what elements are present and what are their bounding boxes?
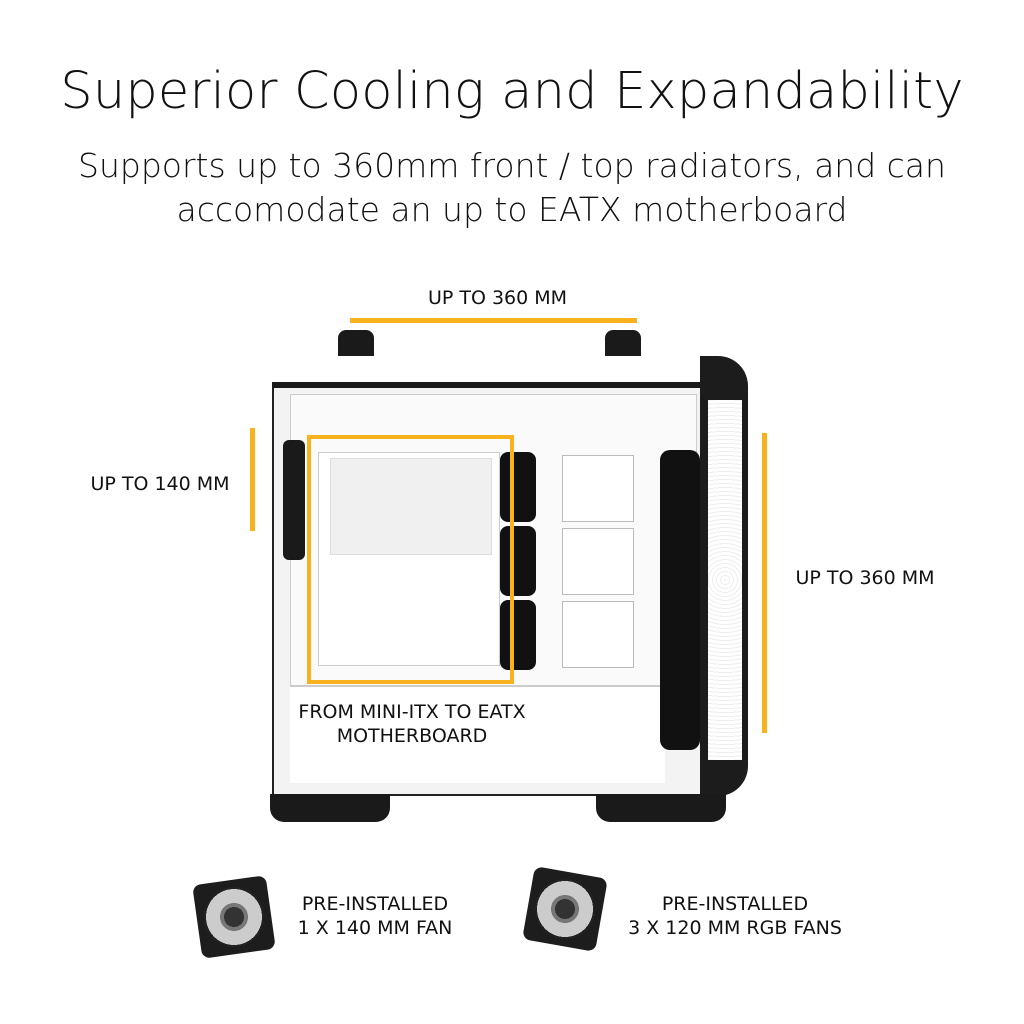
front-dimension-bar — [762, 433, 767, 733]
fan-rgb-line-1: PRE-INSTALLED — [661, 893, 809, 915]
top-dimension-bar — [350, 318, 637, 323]
rear-fan-label: UP TO 140 MM — [90, 473, 230, 495]
fan-rgb-line-2: 3 X 120 MM RGB FANS — [628, 917, 842, 939]
motherboard-label-line-2: MOTHERBOARD — [336, 725, 488, 747]
rear-dimension-bar — [250, 428, 255, 531]
motherboard-label-line-1: FROM MINI-ITX TO EATX — [298, 701, 526, 723]
fan-140-line-2: 1 X 140 MM FAN — [297, 917, 453, 939]
fan-140-line-1: PRE-INSTALLED — [301, 893, 449, 915]
rgb-fan-120mm-icon — [522, 866, 608, 952]
front-radiator-label: UP TO 360 MM — [795, 567, 935, 589]
subtitle-line-1: Supports up to 360mm front / top radiato… — [78, 146, 946, 185]
top-radiator-label: UP TO 360 MM — [427, 287, 568, 309]
motherboard-outline — [307, 435, 514, 684]
subtitle-line-2: accomodate an up to EATX motherboard — [176, 190, 848, 229]
fan-140mm-icon — [192, 875, 276, 959]
page-title: Superior Cooling and Expandability — [60, 62, 964, 121]
